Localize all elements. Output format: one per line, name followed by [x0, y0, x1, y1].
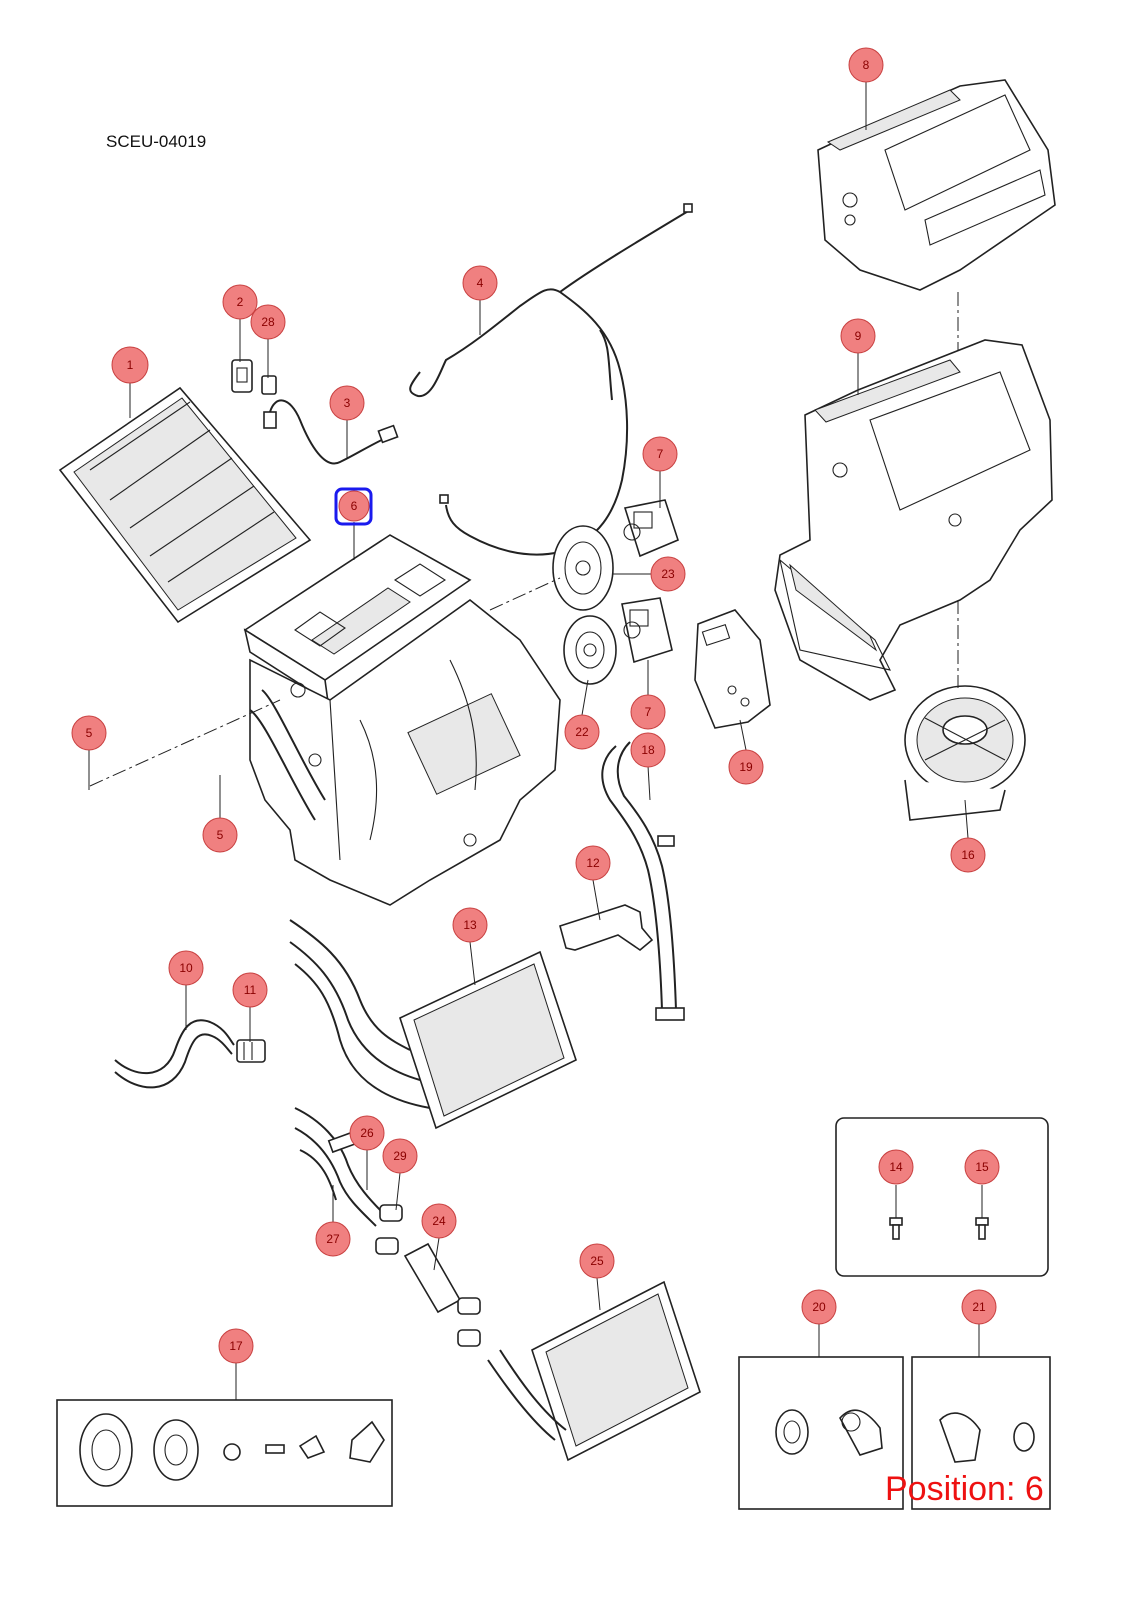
callout-20[interactable]: 20 — [801, 1289, 837, 1325]
svg-text:22: 22 — [575, 725, 589, 739]
callout-6[interactable]: 6 — [338, 490, 370, 522]
callout-11[interactable]: 11 — [232, 972, 268, 1008]
svg-text:17: 17 — [229, 1339, 243, 1353]
svg-text:27: 27 — [326, 1232, 340, 1246]
callout-9[interactable]: 9 — [840, 318, 876, 354]
svg-text:21: 21 — [972, 1300, 986, 1314]
hose-clip-part[interactable] — [236, 1039, 266, 1063]
gear-kit-21-part[interactable] — [939, 1412, 1035, 1463]
svg-text:4: 4 — [477, 276, 484, 290]
alignment-line-filter — [89, 699, 281, 787]
flap-gear-lower-part[interactable] — [563, 615, 617, 685]
callout-24[interactable]: 24 — [421, 1203, 457, 1239]
svg-text:24: 24 — [432, 1214, 446, 1228]
svg-text:9: 9 — [855, 329, 862, 343]
callout-7-lower[interactable]: 7 — [630, 694, 666, 730]
pipe-seal-part[interactable] — [375, 1204, 403, 1255]
svg-text:19: 19 — [739, 760, 753, 774]
svg-text:10: 10 — [179, 961, 193, 975]
callout-17[interactable]: 17 — [218, 1328, 254, 1364]
svg-text:5: 5 — [217, 828, 224, 842]
callout-15[interactable]: 15 — [964, 1149, 1000, 1185]
svg-text:20: 20 — [812, 1300, 826, 1314]
callout-3[interactable]: 3 — [329, 385, 365, 421]
svg-text:15: 15 — [975, 1160, 989, 1174]
gear-kit-20-part[interactable] — [775, 1409, 883, 1456]
flap-kit-17-part[interactable] — [79, 1413, 385, 1487]
callout-27[interactable]: 27 — [315, 1221, 351, 1257]
fastener-box — [835, 1117, 1049, 1277]
screw-part-14[interactable] — [889, 1185, 903, 1240]
callout-28[interactable]: 28 — [250, 304, 286, 340]
callout-10[interactable]: 10 — [168, 950, 204, 986]
svg-text:7: 7 — [645, 705, 652, 719]
svg-text:13: 13 — [463, 918, 477, 932]
callout-5-left[interactable]: 5 — [71, 715, 107, 751]
heater-core-part[interactable] — [289, 919, 577, 1130]
svg-text:28: 28 — [261, 315, 275, 329]
svg-text:11: 11 — [244, 983, 257, 997]
insulation-sleeve-part[interactable] — [403, 1242, 481, 1347]
svg-text:2: 2 — [237, 295, 244, 309]
callout-26[interactable]: 26 — [349, 1115, 385, 1151]
callout-25[interactable]: 25 — [579, 1243, 615, 1279]
callout-4[interactable]: 4 — [462, 265, 498, 301]
support-bracket-part[interactable] — [559, 904, 654, 952]
small-clip-part[interactable] — [261, 375, 277, 395]
drain-hose-part[interactable] — [601, 741, 685, 1021]
svg-text:14: 14 — [889, 1160, 903, 1174]
flap-gear-upper-part[interactable] — [552, 525, 614, 611]
svg-text:1: 1 — [127, 358, 134, 372]
callout-1[interactable]: 1 — [111, 346, 149, 384]
callout-7-upper[interactable]: 7 — [642, 436, 678, 472]
callout-12[interactable]: 12 — [575, 845, 611, 881]
filter-cover-part[interactable] — [243, 534, 472, 704]
blower-motor-part[interactable] — [904, 685, 1026, 821]
callout-23[interactable]: 23 — [650, 556, 686, 592]
callout-14[interactable]: 14 — [878, 1149, 914, 1185]
svg-text:6: 6 — [351, 499, 358, 513]
svg-text:8: 8 — [863, 58, 870, 72]
callout-29[interactable]: 29 — [382, 1138, 418, 1174]
callout-16[interactable]: 16 — [950, 837, 986, 873]
callout-19[interactable]: 19 — [728, 749, 764, 785]
svg-text:25: 25 — [590, 1254, 604, 1268]
svg-text:16: 16 — [961, 848, 975, 862]
svg-text:29: 29 — [393, 1149, 407, 1163]
actuator-lower-part[interactable] — [621, 597, 673, 664]
svg-text:3: 3 — [344, 396, 351, 410]
rear-heater-core-part[interactable] — [487, 1280, 701, 1462]
callout-13[interactable]: 13 — [452, 907, 488, 943]
svg-text:12: 12 — [586, 856, 600, 870]
callout-18[interactable]: 18 — [630, 732, 666, 768]
svg-text:18: 18 — [641, 743, 655, 757]
position-readout: Position: 6 — [885, 1470, 1044, 1508]
callout-22[interactable]: 22 — [564, 714, 600, 750]
svg-text:7: 7 — [657, 447, 664, 461]
lower-blower-case-part[interactable] — [774, 339, 1053, 701]
hvac-main-housing-part[interactable] — [249, 598, 561, 906]
callout-21[interactable]: 21 — [961, 1289, 997, 1325]
leader-lines — [88, 82, 980, 1400]
selected-position-highlight — [334, 487, 373, 526]
drawing-code: SCEU-04019 — [106, 132, 207, 151]
callout-8[interactable]: 8 — [848, 47, 884, 83]
svg-text:5: 5 — [86, 726, 93, 740]
sensor-wire-part[interactable] — [263, 399, 399, 465]
callout-2[interactable]: 2 — [222, 284, 258, 320]
drain-tube-part[interactable] — [114, 1019, 235, 1089]
cabin-air-filter-part[interactable] — [58, 386, 312, 624]
svg-text:26: 26 — [360, 1126, 374, 1140]
screw-part-15[interactable] — [975, 1185, 989, 1240]
cover-bracket-part[interactable] — [694, 609, 771, 729]
sensor-clip-part[interactable] — [231, 359, 253, 393]
upper-blower-case-part[interactable] — [817, 79, 1056, 291]
actuator-upper-part[interactable] — [623, 499, 679, 558]
callout-5-center[interactable]: 5 — [202, 817, 238, 853]
alignment-line-flap — [489, 577, 561, 611]
wiring-harness-part[interactable] — [409, 203, 693, 556]
svg-text:23: 23 — [661, 567, 675, 581]
